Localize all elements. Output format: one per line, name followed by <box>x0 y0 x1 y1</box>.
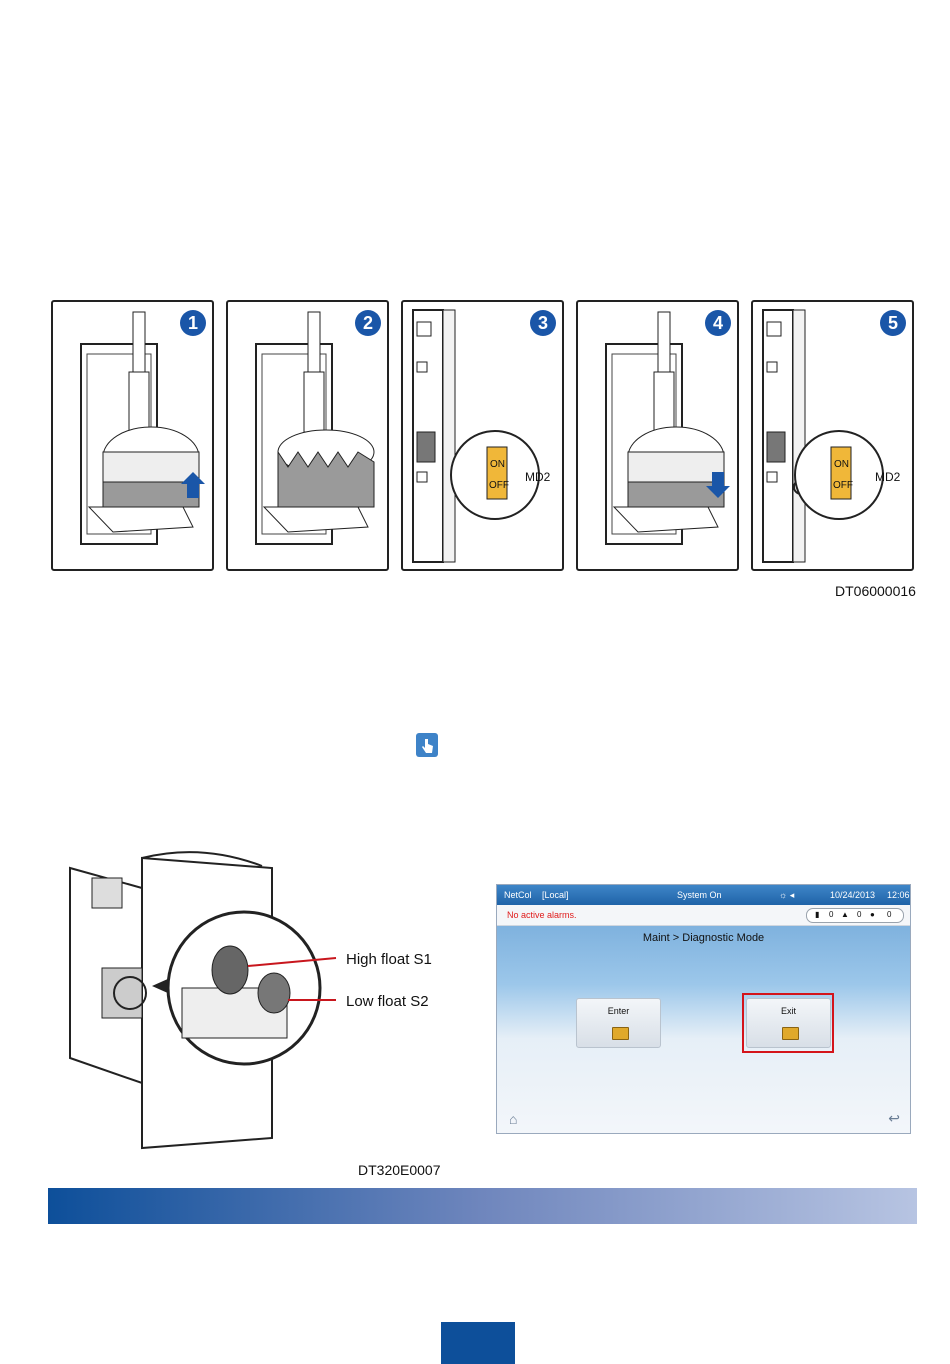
section-banner <box>48 1188 917 1224</box>
step-number-badge: 5 <box>880 310 906 336</box>
humidifier-tank-illustration <box>228 302 391 573</box>
step-panel-3: 3 ON OFF MD2 <box>401 300 564 571</box>
step-number-badge: 4 <box>705 310 731 336</box>
hmi-status-bar: NetCol [Local] System On ☼ ◂ 10/24/2013 … <box>497 885 910 905</box>
major-alarm-icon: ▲ <box>841 910 849 919</box>
switch-off-label: OFF <box>489 480 509 491</box>
location-label: [Local] <box>542 890 569 900</box>
enter-button[interactable]: Enter <box>576 998 661 1048</box>
alarm-bar: No active alarms. ▮ 0 ▲ 0 ● 0 <box>497 905 910 926</box>
humidifier-tank-illustration <box>53 302 216 573</box>
alarm-status-text[interactable]: No active alarms. <box>507 910 577 920</box>
high-float-callout: High float S1 <box>346 951 432 968</box>
step-panel-5: 5 ON OFF MD2 <box>751 300 914 571</box>
step-panel-4: 4 <box>576 300 739 571</box>
touch-icon <box>416 733 438 757</box>
status-icons: ☼ ◂ <box>779 890 794 901</box>
back-icon[interactable]: ↩ <box>888 1110 900 1127</box>
control-board-illustration <box>753 302 916 573</box>
humidifier-tank-illustration <box>578 302 741 573</box>
date-label: 10/24/2013 <box>830 890 875 900</box>
step-number-badge: 3 <box>530 310 556 336</box>
low-float-callout: Low float S2 <box>346 993 429 1010</box>
major-alarm-count: 0 <box>857 910 861 919</box>
alarm-count-badge[interactable]: ▮ 0 ▲ 0 ● 0 <box>806 908 904 923</box>
control-board-illustration <box>403 302 566 573</box>
step-panel-1: 1 <box>51 300 214 571</box>
time-label: 12:06 <box>887 890 910 900</box>
home-icon[interactable]: ⌂ <box>509 1111 517 1127</box>
switch-on-label: ON <box>490 459 505 470</box>
switch-md2-label: MD2 <box>525 470 550 484</box>
system-status-label: System On <box>677 890 722 900</box>
step-panel-2: 2 <box>226 300 389 571</box>
minor-alarm-icon: ● <box>870 910 875 919</box>
switch-md2-label: MD2 <box>875 470 900 484</box>
minor-alarm-count: 0 <box>887 910 891 919</box>
page-number-box <box>441 1322 515 1364</box>
switch-on-label: ON <box>834 459 849 470</box>
enter-icon <box>612 1027 629 1040</box>
step-number-badge: 2 <box>355 310 381 336</box>
step-number-badge: 1 <box>180 310 206 336</box>
exit-highlight-box <box>742 993 834 1053</box>
critical-alarm-count: 0 <box>829 910 833 919</box>
figure-id-label: DT320E0007 <box>358 1162 441 1178</box>
hmi-screen: NetCol [Local] System On ☼ ◂ 10/24/2013 … <box>496 884 911 1134</box>
enter-button-label: Enter <box>577 1006 660 1016</box>
brand-label: NetCol <box>504 890 532 900</box>
figure-id-label: DT06000016 <box>835 583 916 599</box>
breadcrumb: Maint > Diagnostic Mode <box>497 932 910 944</box>
critical-alarm-icon: ▮ <box>815 910 819 919</box>
switch-off-label: OFF <box>833 480 853 491</box>
